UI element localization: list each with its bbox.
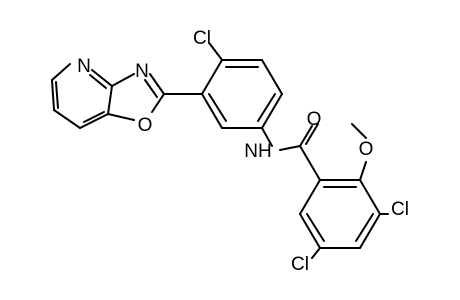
bond bbox=[89, 74, 107, 89]
oxazole-nitrogen-label: N bbox=[135, 61, 149, 82]
bond bbox=[355, 213, 374, 242]
bond bbox=[79, 113, 109, 129]
bond bbox=[261, 127, 273, 147]
bond bbox=[261, 59, 283, 95]
bond bbox=[351, 123, 367, 139]
pyridine-nitrogen-label: N bbox=[77, 56, 91, 77]
bond bbox=[306, 213, 325, 242]
bond bbox=[91, 69, 113, 87]
bond bbox=[261, 93, 283, 129]
amide-nh-label: NH bbox=[244, 141, 271, 162]
oxazole-oxygen-label: O bbox=[138, 115, 153, 136]
bond bbox=[107, 113, 135, 121]
bond bbox=[359, 179, 381, 215]
bond bbox=[201, 93, 223, 129]
bond bbox=[311, 247, 321, 259]
chlorine-atom-label: Cl bbox=[193, 28, 211, 49]
bond bbox=[209, 43, 223, 61]
bond bbox=[53, 109, 81, 129]
bond bbox=[299, 145, 321, 181]
chlorine-atom-label-ring-3: Cl bbox=[391, 199, 409, 220]
bond bbox=[201, 59, 223, 95]
methoxy-oxygen-label: O bbox=[359, 139, 374, 160]
bond bbox=[257, 93, 276, 122]
bond bbox=[83, 111, 105, 123]
bond bbox=[359, 161, 367, 181]
bond bbox=[144, 79, 158, 98]
bond bbox=[305, 123, 319, 145]
atom-labels: Cl N N O NH O O Cl Cl bbox=[77, 28, 409, 275]
bond bbox=[208, 93, 227, 122]
bond bbox=[51, 63, 71, 81]
bond-lines bbox=[51, 43, 389, 259]
bond bbox=[299, 125, 313, 147]
bond bbox=[359, 213, 381, 249]
bond bbox=[111, 73, 135, 87]
carbonyl-oxygen-label: O bbox=[307, 109, 322, 130]
chlorine-atom-label-ring-5: Cl bbox=[291, 254, 309, 275]
bond bbox=[151, 93, 165, 113]
bond bbox=[55, 81, 59, 109]
bond bbox=[299, 179, 321, 215]
bond bbox=[149, 73, 165, 95]
bond bbox=[51, 79, 55, 111]
bond bbox=[299, 213, 321, 249]
bond bbox=[279, 145, 301, 151]
bond bbox=[107, 85, 113, 115]
